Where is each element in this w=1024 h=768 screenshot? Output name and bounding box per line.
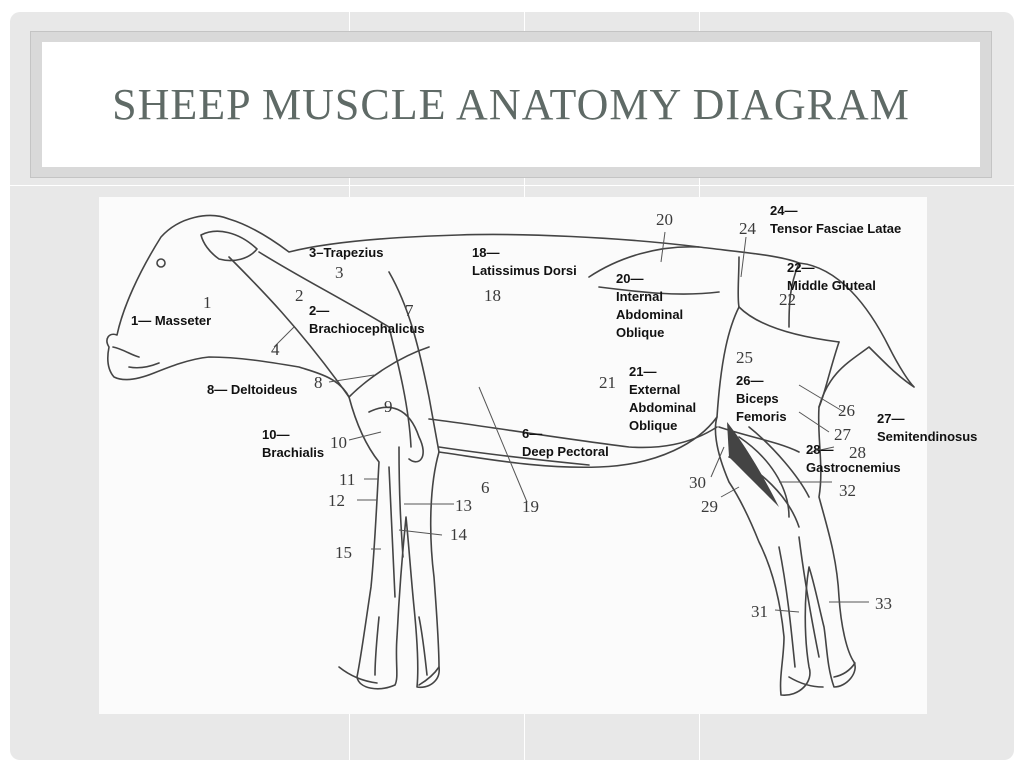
numeral: 32: [839, 481, 856, 500]
numeral: 33: [875, 594, 892, 613]
numeral: 24: [739, 219, 756, 238]
label-line: 28—: [806, 442, 834, 457]
numeral: 31: [751, 602, 768, 621]
numeral: 29: [701, 497, 718, 516]
numeral: 13: [455, 496, 472, 515]
label-line: 8— Deltoideus: [207, 382, 298, 397]
label-line: Brachiocephalicus: [309, 321, 425, 336]
label-line: Middle Gluteal: [787, 278, 876, 293]
numeral: 4: [271, 340, 280, 359]
title-box: SHEEP MUSCLE ANATOMY DIAGRAM: [42, 42, 980, 167]
sheep-outline: [106, 214, 915, 696]
numeral: 20: [656, 210, 673, 229]
numeral: 14: [450, 525, 467, 544]
numeral: 27: [834, 425, 851, 444]
numeral: 15: [335, 543, 352, 562]
label-line: 6—: [522, 426, 543, 441]
numeral: 1: [203, 293, 212, 312]
label-semitendinosus: 27— Semitendinosus: [877, 410, 977, 446]
label-line: 27—: [877, 411, 905, 426]
numeral: 21: [599, 373, 616, 392]
numeral: 8: [314, 373, 323, 392]
label-line: 2—: [309, 303, 330, 318]
label-gastrocnemius: 28— Gastrocnemius: [806, 441, 901, 477]
label-line: Oblique: [629, 418, 678, 433]
label-external-abdominal-oblique: 21— External Abdominal Oblique: [629, 363, 696, 435]
numeral: 12: [328, 491, 345, 510]
diagram-numerals: 1 2 3 4 6 7 8 9 10 11 12 13 14 15 18 19 …: [99, 197, 927, 714]
label-line: Abdominal: [629, 400, 697, 415]
label-deltoideus: 8— Deltoideus: [207, 381, 297, 399]
label-tensor-fasciae-latae: 24— Tensor Fasciae Latae: [770, 202, 901, 238]
label-line: 3–Trapezius: [309, 245, 384, 260]
numeral: 18: [484, 286, 501, 305]
label-line: Oblique: [616, 325, 665, 340]
label-line: External: [629, 382, 681, 397]
label-line: Femoris: [736, 409, 787, 424]
label-middle-gluteal: 22— Middle Gluteal: [787, 259, 876, 295]
numeral: 3: [335, 263, 344, 282]
numeral: 9: [384, 397, 393, 416]
label-line: 22—: [787, 260, 815, 275]
label-line: Biceps: [736, 391, 779, 406]
numeral: 11: [339, 470, 356, 489]
leader-lines: [273, 231, 869, 613]
label-line: 10—: [262, 427, 290, 442]
label-brachialis: 10— Brachialis: [262, 426, 324, 462]
numeral: 30: [689, 473, 706, 492]
label-line: Tensor Fasciae Latae: [770, 221, 902, 236]
label-internal-abdominal-oblique: 20— Internal Abdominal Oblique: [616, 270, 683, 342]
slide-title: SHEEP MUSCLE ANATOMY DIAGRAM: [112, 80, 910, 129]
label-biceps-femoris: 26— Biceps Femoris: [736, 372, 787, 426]
gastrocnemius-shading: [727, 422, 779, 507]
label-line: Semitendinosus: [877, 429, 978, 444]
numeral: 28: [849, 443, 866, 462]
label-line: 18—: [472, 245, 500, 260]
sheep-illustration: [106, 214, 915, 696]
label-brachiocephalicus: 2— Brachiocephalicus: [309, 302, 425, 338]
label-trapezius: 3–Trapezius: [309, 244, 383, 262]
numeral: 25: [736, 348, 753, 367]
label-line: Brachialis: [262, 445, 325, 460]
numeral: 10: [330, 433, 347, 452]
label-line: Latissimus Dorsi: [472, 263, 577, 278]
label-line: Internal: [616, 289, 663, 304]
label-line: 26—: [736, 373, 764, 388]
label-masseter: 1— Masseter: [131, 312, 211, 330]
label-latissimus-dorsi: 18— Latissimus Dorsi: [472, 244, 577, 280]
label-line: 20—: [616, 271, 644, 286]
label-line: 1— Masseter: [131, 313, 212, 328]
label-line: Gastrocnemius: [806, 460, 901, 475]
background-grid-line: [10, 185, 1014, 186]
numeral: 26: [838, 401, 855, 420]
numeral: 19: [522, 497, 539, 516]
label-line: 24—: [770, 203, 798, 218]
anatomy-diagram: 1 2 3 4 6 7 8 9 10 11 12 13 14 15 18 19 …: [99, 197, 927, 714]
numeral: 22: [779, 290, 796, 309]
numeral: 2: [295, 286, 304, 305]
label-line: 21—: [629, 364, 657, 379]
numeral: 6: [481, 478, 490, 497]
label-line: Deep Pectoral: [522, 444, 609, 459]
label-line: Abdominal: [616, 307, 684, 322]
label-deep-pectoral: 6— Deep Pectoral: [522, 425, 609, 461]
numeral: 7: [405, 301, 414, 320]
